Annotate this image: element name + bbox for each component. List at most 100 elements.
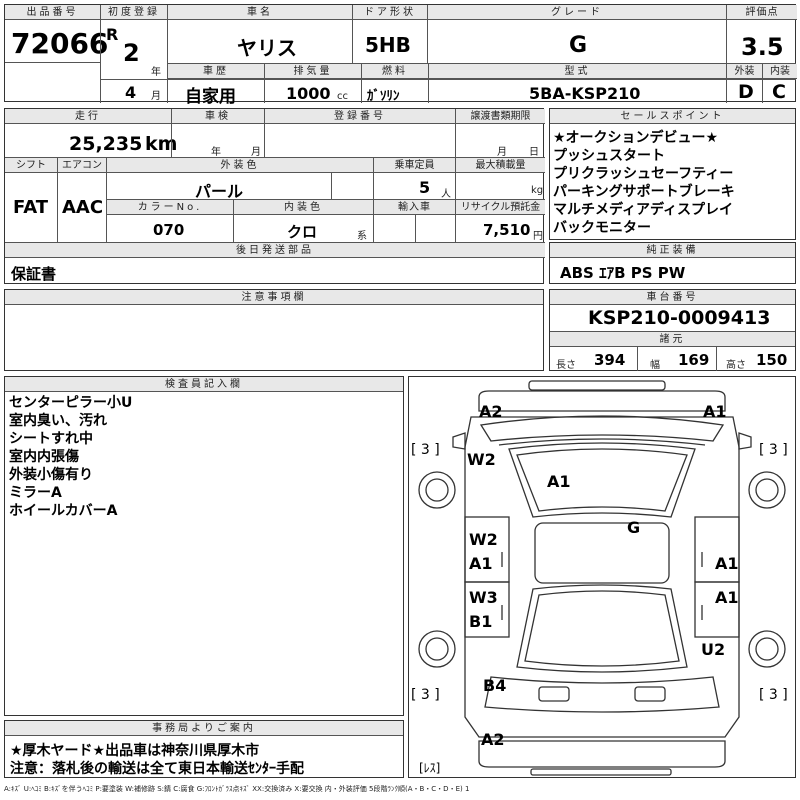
mark-w2-left: W2 — [467, 450, 496, 469]
mark-a2-top: A2 — [479, 402, 503, 421]
caution-section: 注意事項欄 — [4, 289, 544, 371]
ext-label: 外装 — [727, 64, 762, 79]
tyre-rear-left: [ 3 ] — [411, 687, 440, 703]
color-no: 070 — [153, 221, 185, 239]
inspector-label: 検査員記入欄 — [5, 377, 403, 392]
sales-list: ★オークションデビュー★ プッシュスタート プリクラッシュセーフティー パーキン… — [553, 129, 735, 237]
later-parts-label: 後日発送部品 — [5, 243, 545, 258]
legend: A:ｷｽﾞ U:ﾍｺﾐ B:ｷｽﾞを伴うﾍｺﾐ P:要塗装 W:補修跡 S:錆 … — [4, 785, 470, 793]
capacity-label: 乗車定員 — [374, 158, 455, 173]
inspector-item: ミラーA — [9, 485, 62, 501]
mark-g: G — [627, 518, 640, 537]
inspector-section: 検査員記入欄 センターピラー小U 室内臭い、汚れ シートすれ中 室内内張傷 外装… — [4, 376, 404, 716]
transfer-day-unit: 日 — [529, 147, 539, 158]
recycle: 7,510 — [483, 221, 531, 239]
tyre-rear-right: [ 3 ] — [759, 687, 788, 703]
equipment-section: 純正装備 ABS ｴｱB PS PW — [549, 242, 796, 284]
door-label: ドア形状 — [353, 5, 427, 20]
width: 169 — [678, 351, 710, 369]
maxload-label: 最大積載量 — [456, 158, 545, 173]
displacement-unit: cc — [337, 91, 348, 102]
later-parts: 保証書 — [11, 265, 57, 283]
door-type: 5HB — [365, 33, 411, 57]
ac-label: エアコン — [58, 158, 106, 173]
mark-b1: B1 — [469, 612, 492, 631]
sales-item: バックモニター — [553, 220, 651, 236]
mark-b4: B4 — [483, 676, 506, 695]
fuel-label: 燃料 — [362, 64, 428, 79]
equipment: ABS ｴｱB PS PW — [560, 264, 686, 282]
caution-label: 注意事項欄 — [5, 290, 543, 305]
capacity-unit: 人 — [441, 189, 451, 200]
model: 5BA-KSP210 — [529, 84, 641, 103]
import-label: 輸入車 — [374, 200, 455, 215]
spare-tyre: [ﾚｽ] — [419, 761, 440, 775]
inspector-item: 室内内張傷 — [9, 449, 79, 465]
chassis-number: KSP210-0009413 — [588, 307, 771, 329]
width-label: 幅 — [650, 360, 660, 371]
specs-section: 走行 25,235 km 車検 年 月 登録番号 譲渡書類期限 月 日 シフト … — [4, 108, 545, 284]
score-label: 評価点 — [727, 5, 797, 20]
car-name-label: 車名 — [168, 5, 352, 20]
int-color-unit: 系 — [357, 231, 367, 242]
ac: AAC — [62, 197, 104, 218]
height-label: 高さ — [726, 360, 746, 371]
fuel: ｶﾞｿﾘﾝ — [367, 89, 400, 104]
ext-color-label: 外装色 — [107, 158, 373, 173]
mark-a2-bottom: A2 — [481, 730, 505, 749]
grade: G — [569, 33, 588, 58]
mark-a1-right-door: A1 — [715, 554, 739, 573]
reg-year: 2 — [123, 39, 140, 67]
car-name: ヤリス — [237, 36, 297, 60]
displacement-label: 排気量 — [265, 64, 361, 79]
int-color: クロ — [287, 223, 318, 241]
length: 394 — [594, 351, 626, 369]
int-grade: C — [772, 81, 786, 103]
history-label: 車歴 — [168, 64, 264, 79]
tyre-front-right: [ 3 ] — [759, 442, 788, 458]
reg-month: 4 — [125, 83, 137, 102]
recycle-label: リサイクル預託金 — [456, 200, 545, 215]
inspection-label: 車検 — [172, 109, 264, 124]
mark-a1-roof: A1 — [547, 472, 571, 491]
tyre-front-left: [ 3 ] — [411, 442, 440, 458]
history: 自家用 — [185, 87, 236, 107]
mark-a1-right-rear: A1 — [715, 588, 739, 607]
office-line: 注意：落札後の輸送は全て東日本輸送ｾﾝﾀｰ手配 — [10, 761, 304, 777]
office-line: ★厚木ヤード★出品車は神奈川県厚木市 — [10, 743, 260, 759]
mark-a1-top: A1 — [703, 402, 727, 421]
office-label: 事務局よりご案内 — [5, 721, 403, 736]
shift-label: シフト — [5, 158, 57, 173]
inspector-item: 外装小傷有り — [9, 467, 93, 483]
displacement: 1000 — [286, 84, 331, 103]
sales-item: パーキングサポートブレーキ — [553, 184, 735, 200]
grade-label: グレード — [428, 5, 726, 20]
sales-item: プッシュスタート — [553, 148, 665, 164]
int-color-label: 内装色 — [234, 200, 373, 215]
lot-number: 72066 — [11, 27, 109, 60]
sales-item: プリクラッシュセーフティー — [553, 166, 734, 182]
mark-w3: W3 — [469, 588, 498, 607]
lot-label: 出品番号 — [5, 5, 100, 20]
model-label: 型式 — [429, 64, 726, 79]
mileage-unit: km — [145, 133, 178, 155]
recycle-unit: 円 — [533, 231, 543, 242]
inspection-year-unit: 年 — [211, 147, 221, 158]
sales-label: セールスポイント — [550, 109, 795, 124]
mileage: 25,235 — [69, 133, 143, 155]
damage-diagram: A2 A1 W2 A1 G W2 A1 A1 W3 A1 B1 U2 B4 A2… — [408, 376, 796, 778]
score: 3.5 — [741, 33, 784, 61]
sales-item: マルチメディアディスプレイ — [553, 202, 734, 218]
shift: FAT — [13, 197, 49, 218]
chassis-label: 車台番号 — [550, 290, 795, 305]
office-section: 事務局よりご案内 ★厚木ヤード★出品車は神奈川県厚木市 注意：落札後の輸送は全て… — [4, 720, 404, 778]
mark-u2: U2 — [701, 640, 725, 659]
car-outline: A2 A1 W2 A1 G W2 A1 A1 W3 A1 B1 U2 B4 A2… — [411, 380, 788, 776]
mark-a1-left-door: A1 — [469, 554, 493, 573]
length-label: 長さ — [556, 360, 576, 371]
inspection-month-unit: 月 — [251, 147, 261, 158]
month-unit: 月 — [151, 91, 161, 102]
reg-no-label: 登録番号 — [265, 109, 455, 124]
mileage-label: 走行 — [5, 109, 171, 124]
inspector-item: ホイールカバーA — [9, 503, 118, 519]
